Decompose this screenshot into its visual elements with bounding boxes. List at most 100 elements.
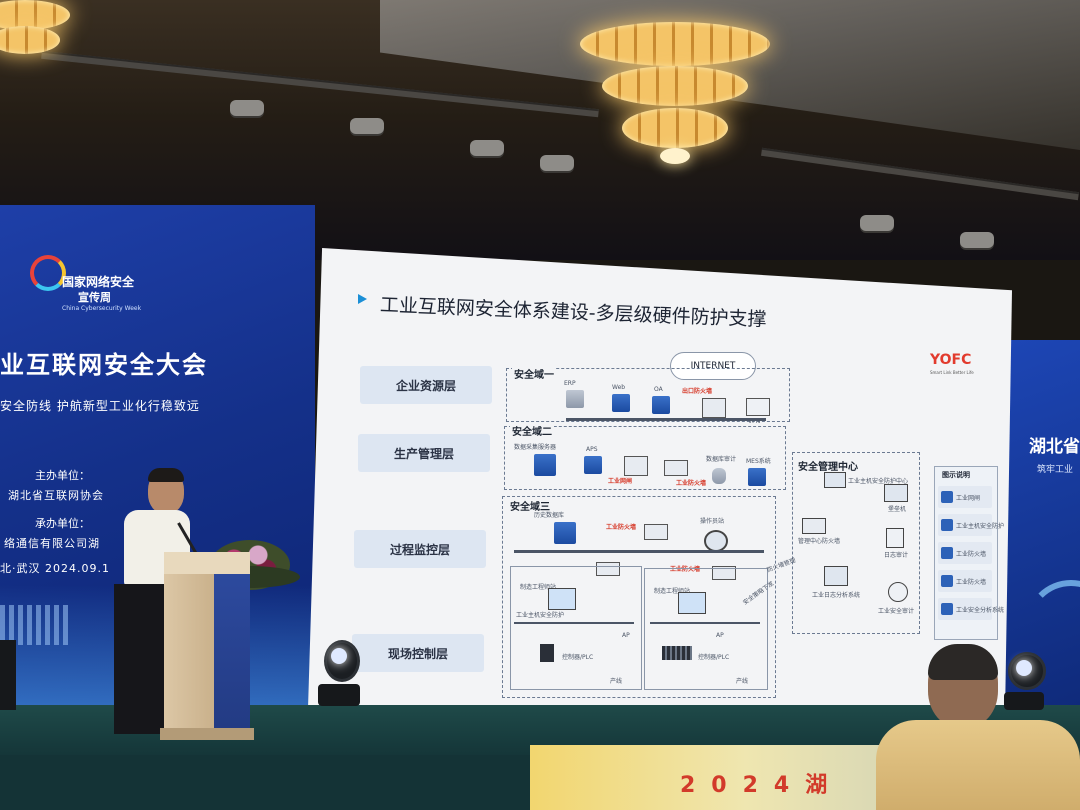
domain-1-bus bbox=[566, 418, 766, 421]
logo-title: 国家网络安全 bbox=[62, 275, 135, 289]
industrial-gateway-label: 工业网闸 bbox=[608, 478, 633, 485]
domain3-firewall-icon-1 bbox=[644, 524, 668, 540]
legend-shield-icon bbox=[941, 519, 953, 531]
host-org: 湖北省互联网协会 bbox=[8, 489, 104, 502]
host-protection-center-icon bbox=[824, 472, 846, 488]
log-analysis-icon bbox=[824, 566, 848, 586]
audience-hair bbox=[928, 644, 998, 680]
domain3-firewall-icon-2 bbox=[596, 562, 620, 576]
vpn-label: VPN bbox=[748, 418, 761, 425]
domain-2-title: 安全域二 bbox=[510, 423, 554, 438]
cybersecurity-week-logo-icon bbox=[30, 255, 66, 291]
legend-label: 工业防火墙 bbox=[956, 578, 987, 586]
plc-label-2: 控制器/PLC bbox=[698, 654, 730, 661]
security-audit-icon bbox=[888, 582, 908, 602]
legend-gateway-icon bbox=[941, 491, 953, 503]
stage-banner: 2024湖 bbox=[530, 745, 890, 810]
presentation-slide: 工业互联网安全体系建设-多层级硬件防护支撑 YOFC Smart Link Be… bbox=[308, 248, 1012, 718]
internet-label: INTERNET bbox=[690, 361, 736, 371]
oa-label: OA bbox=[654, 386, 663, 393]
host-label: 主办单位： bbox=[35, 469, 90, 482]
bastion-host-label: 堡垒机 bbox=[888, 506, 907, 513]
security-management-center bbox=[792, 452, 920, 634]
domain3-firewall-icon-3 bbox=[712, 566, 736, 580]
mgmt-firewall-label: 管理中心防火墙 bbox=[798, 538, 841, 545]
legend-label: 工业网闸 bbox=[956, 494, 981, 502]
engineering-station-label-1: 制造工程师站 bbox=[520, 584, 557, 591]
stage-step bbox=[0, 755, 550, 810]
aps-server-icon bbox=[584, 456, 602, 474]
conference-title: 业互联网安全大会 bbox=[0, 351, 208, 379]
audience-shirt bbox=[876, 720, 1080, 810]
stage-light bbox=[230, 100, 264, 116]
internet-cloud-icon: INTERNET bbox=[670, 352, 756, 380]
stage-light bbox=[540, 155, 574, 171]
speaker-trousers bbox=[114, 584, 170, 734]
stage-light bbox=[470, 140, 504, 156]
engineering-station-icon-2 bbox=[678, 592, 706, 614]
cell-bus-right bbox=[650, 622, 760, 624]
security-audit-label: 工业安全审计 bbox=[878, 608, 915, 615]
legend-item-firewall: 工业防火墙 bbox=[938, 542, 992, 564]
history-db-label: 历史数据库 bbox=[534, 512, 565, 519]
domain3-firewall-label-2: 工业防火墙 bbox=[670, 566, 701, 573]
domain-1-title: 安全域一 bbox=[512, 366, 556, 381]
legend-label: 工业安全分析系统 bbox=[956, 606, 1005, 614]
log-audit-icon bbox=[886, 528, 904, 548]
erp-server-icon bbox=[566, 390, 584, 408]
layer-label-production: 生产管理层 bbox=[358, 434, 490, 472]
organizer-label: 承办单位： bbox=[35, 517, 90, 530]
web-server-icon bbox=[612, 394, 630, 412]
yofc-brand: YOFC bbox=[930, 352, 972, 368]
exit-firewall-icon bbox=[702, 398, 726, 418]
host-protection-center-label: 工业主机安全防护中心 bbox=[848, 478, 909, 485]
stage-light bbox=[860, 215, 894, 231]
plc-icon-1 bbox=[540, 644, 554, 662]
web-label: Web bbox=[612, 384, 626, 391]
layer-label-process: 过程监控层 bbox=[354, 530, 486, 568]
ap-label-2: AP bbox=[716, 632, 724, 639]
logo-subtitle: 宣传周 bbox=[78, 291, 111, 304]
mgmt-firewall-icon bbox=[802, 518, 826, 534]
layer-label-enterprise: 企业资源层 bbox=[360, 366, 492, 404]
city-skyline-graphic bbox=[0, 605, 70, 645]
floor-stage-light bbox=[318, 640, 360, 710]
mes-label: MES系统 bbox=[746, 458, 771, 465]
slide-bullet-icon bbox=[358, 294, 367, 304]
legend-firewall-icon bbox=[941, 547, 953, 559]
conference-slogan: 安全防线 护航新型工业化行稳致远 bbox=[0, 399, 200, 413]
right-screen-title: 湖北省 bbox=[1029, 437, 1080, 457]
mes-server-icon bbox=[748, 468, 766, 486]
security-domain-1 bbox=[506, 368, 790, 422]
history-db-icon bbox=[554, 522, 576, 544]
ap-label-1: AP bbox=[622, 632, 630, 639]
layer-label-field: 现场控制层 bbox=[352, 634, 484, 672]
exit-firewall-label: 出口防火墙 bbox=[682, 388, 713, 395]
speaker-hair bbox=[148, 468, 184, 482]
cell-bus-left bbox=[514, 622, 634, 624]
legend-item-host-protection: 工业主机安全防护 bbox=[938, 514, 1004, 536]
domain-3-title: 安全域三 bbox=[508, 498, 552, 513]
legend-title: 图示说明 bbox=[942, 471, 970, 479]
stage-banner-text: 2024湖 bbox=[680, 773, 844, 798]
chandelier bbox=[0, 0, 90, 60]
right-screen-subtitle: 筑牢工业 bbox=[1037, 465, 1074, 475]
slide-title: 工业互联网安全体系建设-多层级硬件防护支撑 bbox=[379, 294, 767, 331]
industrial-firewall-icon bbox=[664, 460, 688, 476]
swirl-graphic bbox=[1025, 580, 1080, 672]
aps-label: APS bbox=[586, 446, 598, 453]
db-audit-label: 数据库审计 bbox=[706, 456, 737, 463]
domain-3-bus bbox=[514, 550, 764, 553]
domain3-firewall-label-1: 工业防火墙 bbox=[606, 524, 637, 531]
podium bbox=[160, 552, 254, 740]
chandelier bbox=[580, 0, 770, 170]
db-audit-icon bbox=[712, 468, 726, 484]
host-protection-label: 工业主机安全防护 bbox=[516, 612, 565, 619]
security-domain-3 bbox=[502, 496, 776, 698]
data-collection-server-icon bbox=[534, 454, 556, 476]
product-line-label-2: 产线 bbox=[736, 678, 749, 685]
legend-label: 工业主机安全防护 bbox=[956, 522, 1005, 530]
cell-box-right bbox=[644, 568, 768, 690]
security-domain-2 bbox=[504, 426, 786, 490]
log-analysis-label: 工业日志分析系统 bbox=[812, 592, 861, 599]
